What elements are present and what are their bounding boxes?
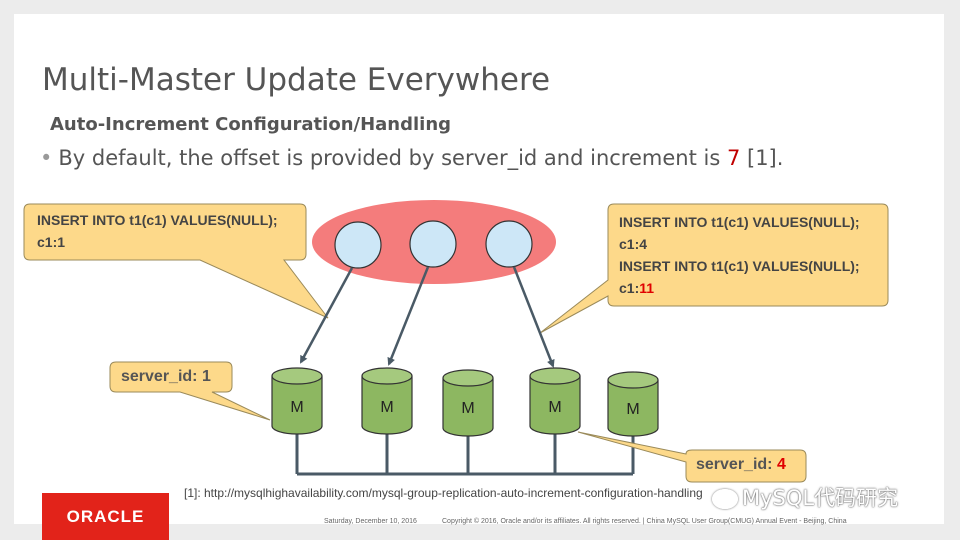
callout-left-line-2: c1:1 [37, 234, 66, 250]
server-cylinder-2: M [361, 367, 413, 435]
client-node-1 [334, 221, 382, 269]
callout-server-id-right [577, 431, 807, 483]
watermark: MySQL代码研究 [712, 482, 898, 512]
arrow-1 [299, 267, 354, 364]
callout-right-line-2: c1:4 [619, 236, 648, 252]
bullet-default-offset: •By default, the offset is provided by s… [40, 146, 783, 170]
bullet-text: By default, the offset is provided by se… [58, 146, 727, 170]
server-id-left-label: server_id: 1 [121, 368, 211, 386]
callout-right-line-4: c1:11 [619, 277, 860, 299]
footer-copyright: Copyright © 2016, Oracle and/or its affi… [442, 518, 847, 525]
bullet-increment-value: 7 [726, 146, 741, 170]
callout-right-line-4-value: 11 [639, 280, 655, 296]
oracle-logo: ORACLE [42, 493, 169, 540]
server-id-right-value: 4 [776, 456, 786, 473]
footer-date: Saturday, December 10, 2016 [324, 518, 417, 525]
server-cylinder-5: M [607, 371, 659, 437]
callout-left-text: INSERT INTO t1(c1) VALUES(NULL); c1:1 [37, 209, 278, 253]
server-id-left-prefix: server_id: [121, 368, 202, 385]
reference-link[interactable]: [1]: http://mysqlhighavailability.com/my… [184, 486, 703, 500]
server-label-4: M [548, 399, 561, 416]
server-label-3: M [461, 400, 474, 417]
bullet-dot-icon: • [40, 146, 53, 170]
server-id-right-label: server_id: 4 [696, 456, 786, 474]
server-cylinder-3: M [442, 369, 494, 437]
arrow-2 [387, 266, 430, 366]
server-id-left-value: 1 [201, 368, 211, 385]
bullet-reference: [1]. [740, 146, 784, 170]
server-label-1: M [290, 399, 303, 416]
arrow-3 [512, 266, 555, 368]
slide-subtitle: Auto-Increment Configuration/Handling [50, 114, 452, 135]
server-cylinder-4: M [529, 367, 581, 435]
slide-title: Multi-Master Update Everywhere [42, 62, 551, 98]
server-id-right-prefix: server_id: [696, 456, 777, 473]
callout-right-line-3: INSERT INTO t1(c1) VALUES(NULL); [619, 258, 860, 274]
callout-server-id-left [109, 361, 271, 421]
callout-left-line-1: INSERT INTO t1(c1) VALUES(NULL); [37, 212, 278, 228]
callout-right-line-1: INSERT INTO t1(c1) VALUES(NULL); [619, 214, 860, 230]
wechat-icon [712, 489, 738, 509]
write-arrows [299, 266, 555, 368]
watermark-text: MySQL代码研究 [742, 486, 899, 510]
callout-right-line-4-prefix: c1: [619, 280, 640, 296]
callout-right-insert [539, 203, 889, 334]
server-label-5: M [626, 401, 639, 418]
server-cylinder-1: M [271, 367, 323, 435]
server-label-2: M [380, 399, 393, 416]
client-node-3 [485, 220, 533, 268]
callout-left-insert [23, 203, 329, 319]
client-node-2 [409, 220, 457, 268]
callout-right-text: INSERT INTO t1(c1) VALUES(NULL); c1:4 IN… [619, 211, 860, 299]
